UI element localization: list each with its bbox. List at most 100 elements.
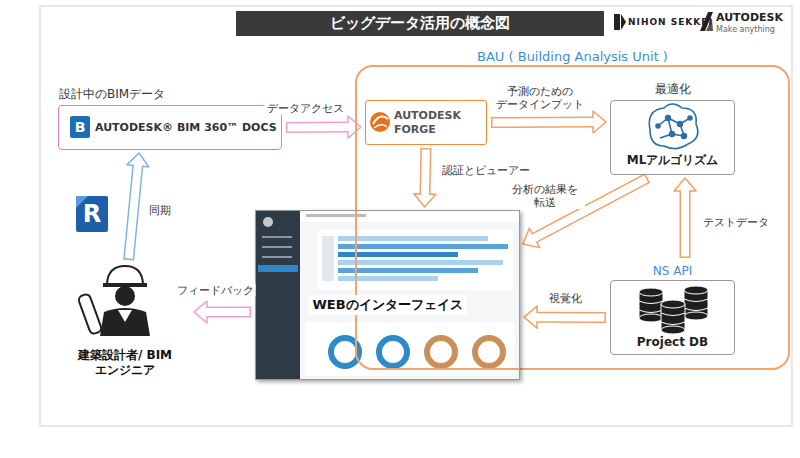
web-screenshot-part [305, 322, 515, 376]
database-icon-part [639, 288, 663, 296]
arrow-fill [129, 164, 138, 259]
brain-icon-part [682, 134, 687, 139]
edge-label: 認証とビューアー [440, 164, 532, 177]
web-screenshot-part [258, 265, 298, 272]
edge-label: フィードバック [175, 284, 256, 297]
web-screenshot-part-part [379, 338, 407, 366]
docs-box: 設計中のBIMデータAUTODESK® BIM 360™ DOCS [58, 105, 282, 150]
web-screenshot [255, 210, 520, 380]
node-label: AUTODESK FORGE [394, 109, 468, 137]
database-icon-part [684, 286, 708, 294]
database-icon-part [684, 299, 708, 311]
brain-icon-part [678, 122, 683, 127]
web-screenshot-part [338, 236, 488, 241]
engineer-figure-part [118, 310, 132, 322]
web-screenshot-part [338, 260, 503, 265]
database-icon-part [684, 312, 708, 320]
web-screenshot-part [306, 214, 366, 217]
engineer-figure-part [107, 266, 143, 284]
node-heading: BAU ( Building Analysis Unit ) [477, 49, 668, 64]
node-label: MLアルゴリズム [627, 152, 719, 169]
engineer-figure-part [115, 286, 135, 306]
web-screenshot-part [262, 256, 292, 258]
engineer: 建築設計者/ BIM エンジニア [60, 262, 190, 378]
bim360-logo-part [70, 116, 90, 138]
diagram-title: ビッグデータ活用の概念図 [236, 11, 604, 36]
web-screenshot-part [338, 276, 438, 281]
hollow-arrow [674, 178, 696, 258]
edge-label: 分析の結果を 転送 [505, 183, 585, 209]
hollow-arrow [491, 111, 606, 133]
brain-icon-part [670, 132, 675, 137]
web-screenshot-part [322, 236, 334, 281]
node-label: WEBのインターフェイス [308, 295, 466, 315]
edge-label: 予測のための データインプット [490, 85, 590, 111]
node-label: 建築設計者/ BIM エンジニア [73, 348, 177, 378]
web-screenshot-part [255, 210, 300, 380]
web-screenshot-part [338, 268, 478, 273]
hollow-arrow [524, 306, 606, 328]
forge-icon-part [370, 112, 390, 132]
logo-text: AUTODESK [716, 11, 783, 24]
forge-icon-part [373, 116, 388, 124]
brain-icon-part [656, 124, 660, 128]
node-label: AUTODESK® BIM 360™ DOCS [95, 121, 277, 134]
web-screenshot-part [318, 230, 513, 290]
web-screenshot-part [338, 244, 508, 249]
arrow-fill [205, 308, 250, 316]
arrow-fill [425, 150, 426, 197]
bim360-logo [70, 116, 90, 138]
hollow-arrow [127, 153, 149, 260]
edge-label: データアクセス [265, 102, 346, 115]
ml-box: 最適化MLアルゴリズム [610, 100, 735, 175]
database-icon-part [639, 301, 663, 313]
edge-label: 同期 [147, 204, 173, 217]
web-screenshot-part-part [475, 338, 503, 366]
web-screenshot-part-part [427, 338, 455, 366]
node-heading: NS API [653, 264, 692, 278]
arrow-fill [681, 189, 689, 257]
revit-logo [76, 196, 108, 232]
arrow-fill [535, 313, 605, 321]
brain-icon-part [649, 104, 698, 149]
logo-tagline: Make anything [716, 25, 775, 34]
hollow-arrow [414, 148, 436, 207]
web-screenshot-part [262, 236, 292, 238]
title-bar [236, 11, 604, 36]
database-icon-part [661, 313, 685, 325]
engineer-figure-part [78, 293, 103, 335]
brain-icon-part [658, 118, 690, 138]
edge-label: テストデータ [701, 216, 771, 229]
slide-frame [40, 6, 792, 426]
revit-logo-part [76, 196, 108, 232]
node-heading: 設計中のBIMデータ [59, 86, 165, 103]
node-label: Project DB [637, 335, 708, 349]
nihon-sekkei-logo [614, 14, 626, 30]
engineer-figure-part [100, 308, 150, 336]
project-db-box: NS APIProject DB [610, 280, 735, 355]
logo-letter: B [75, 120, 86, 134]
web-interface: WEBのインターフェイス [255, 210, 520, 380]
forge-icon-part [374, 125, 387, 128]
database-icon-part [661, 300, 685, 308]
web-screenshot-part [300, 210, 520, 222]
nihon-sekkei-logo-part [614, 14, 626, 30]
arrow-fill [288, 123, 351, 131]
web-screenshot-part [255, 210, 520, 380]
logo-letter: R [83, 202, 101, 226]
forge-icon [370, 112, 390, 132]
hollow-arrow [286, 116, 361, 138]
brain-icon-part [666, 116, 671, 121]
arrow-fill [493, 118, 596, 126]
brain-icon [649, 104, 698, 149]
logo-text: NIHON SEKKEI [628, 17, 713, 27]
engineer-figure [78, 266, 150, 336]
database-icon-part [639, 314, 663, 322]
web-screenshot-part [262, 246, 292, 248]
brain-icon-part [688, 116, 692, 120]
database-icon [639, 286, 708, 334]
database-icon-part [661, 326, 685, 334]
